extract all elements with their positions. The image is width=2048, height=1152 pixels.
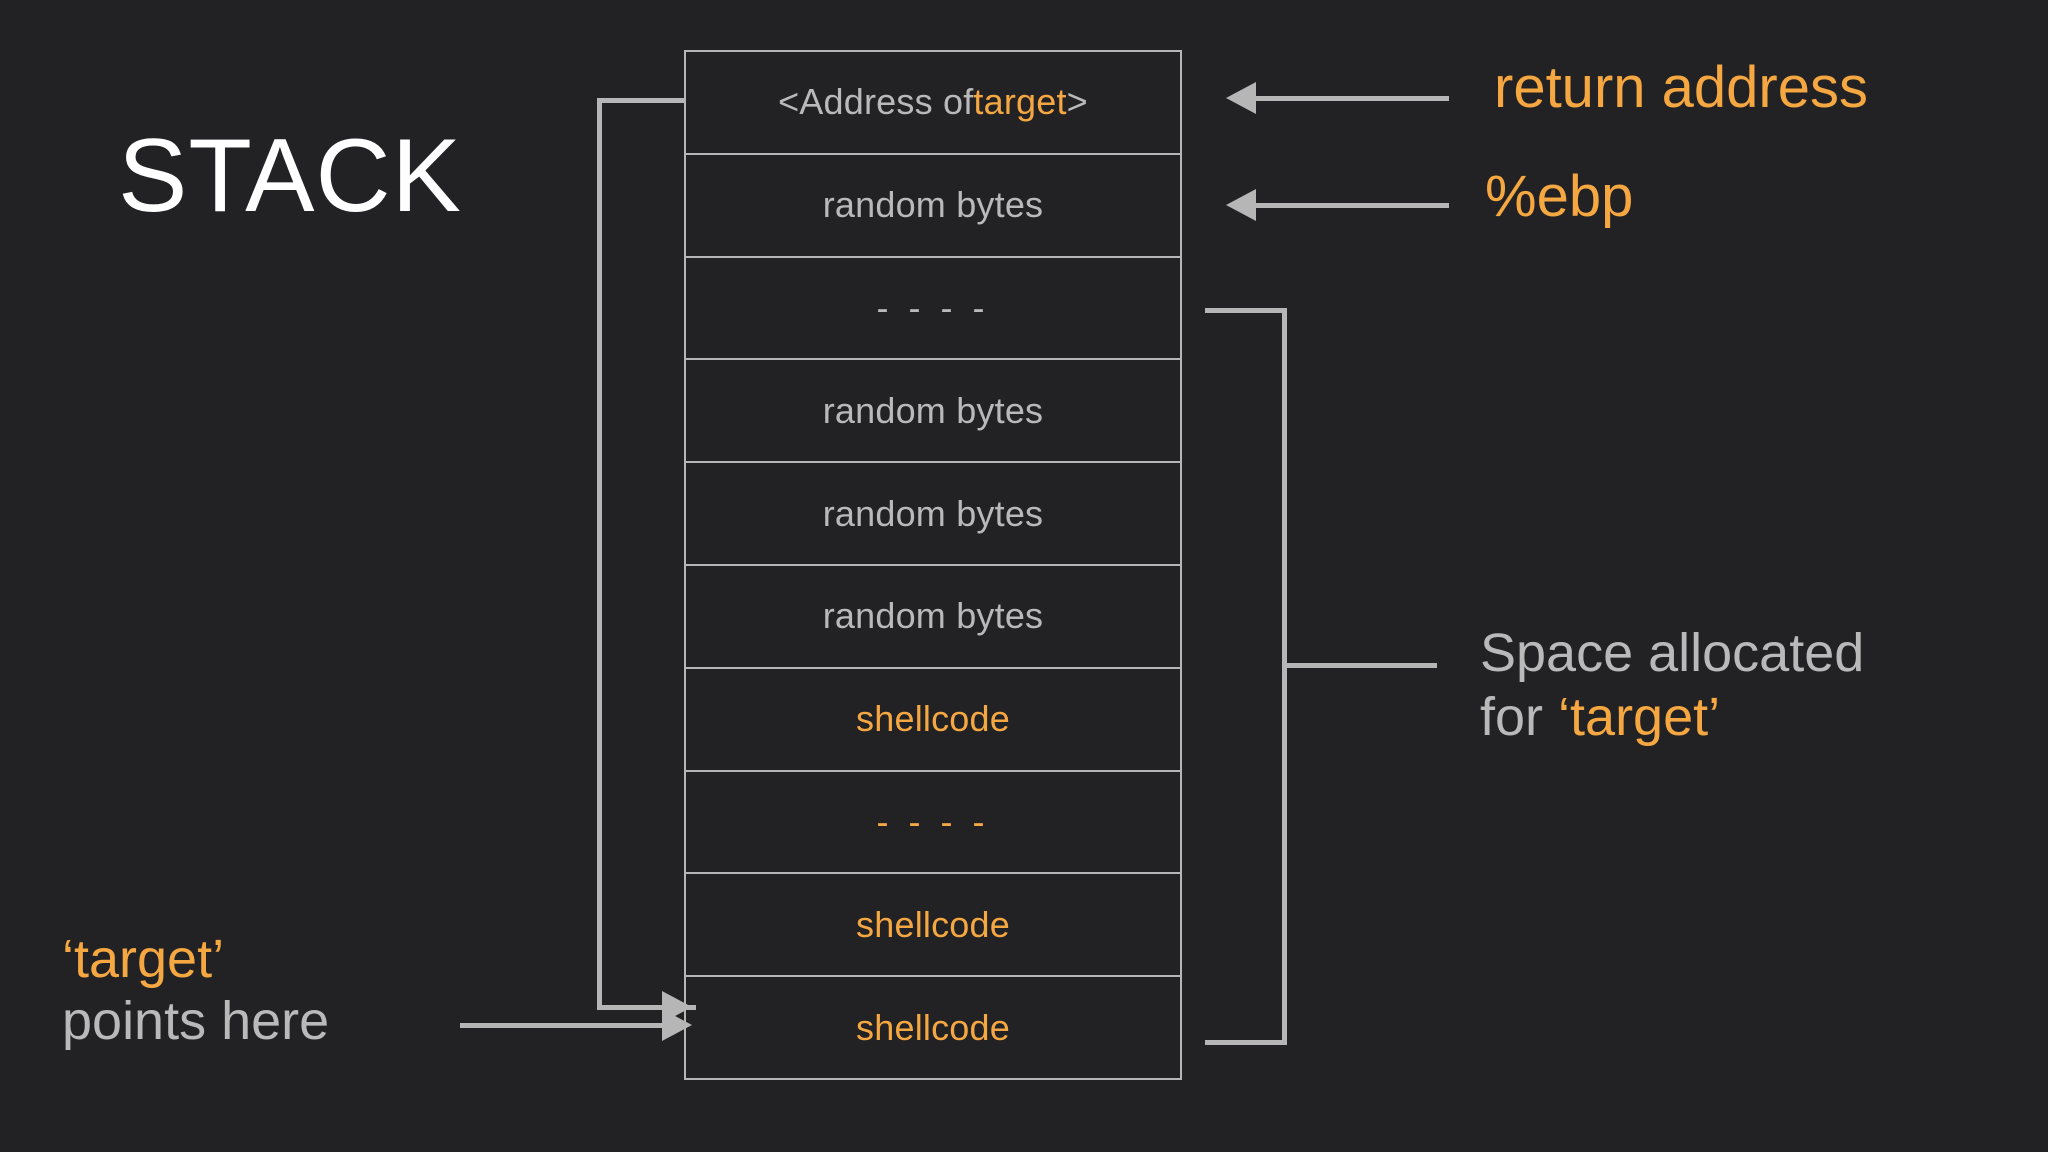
- stack-row-gap-orange: - - - -: [686, 772, 1180, 875]
- annotation-points-here: points here: [62, 991, 330, 1052]
- ebp-arrow-line: [1253, 203, 1449, 208]
- stack-row-random-bytes-2: random bytes: [686, 360, 1180, 464]
- stack-cell-text-suffix: >: [1066, 81, 1088, 123]
- annotation-return-address: return address: [1494, 55, 1868, 120]
- return-address-arrow-line: [1253, 96, 1449, 101]
- annotation-ebp: %ebp: [1485, 164, 1634, 229]
- target-pointer-line: [460, 1023, 678, 1028]
- stack-row-shellcode-2: shellcode: [686, 874, 1180, 978]
- allocation-brace-spine: [1282, 308, 1287, 1045]
- stack-row-random-bytes-1: random bytes: [686, 155, 1180, 258]
- stack-cell-label: shellcode: [856, 698, 1010, 740]
- stack-row-random-bytes-4: random bytes: [686, 566, 1180, 669]
- stack-cell-text-prefix: <Address of: [778, 81, 974, 123]
- stack-row-random-bytes-3: random bytes: [686, 463, 1180, 566]
- allocation-brace-stem: [1282, 663, 1437, 668]
- target-pointer-arrowhead: [662, 1009, 692, 1041]
- stack-memory-table: <Address of target> random bytes - - - -…: [684, 50, 1182, 1080]
- annotation-space-allocated-prefix: for: [1480, 686, 1559, 747]
- left-connector-bottom-segment: [597, 1005, 696, 1010]
- stack-cell-label: - - - -: [876, 800, 990, 842]
- annotation-space-allocated-line2: for ‘target’: [1480, 686, 1864, 750]
- annotation-space-allocated-line1: Space allocated: [1480, 623, 1865, 683]
- stack-cell-label: - - - -: [876, 286, 990, 328]
- stack-cell-label: random bytes: [822, 184, 1044, 226]
- return-address-arrowhead: [1226, 82, 1256, 114]
- annotation-target-points-here: ‘target’ points here: [62, 928, 329, 1052]
- stack-row-shellcode-3: shellcode: [686, 977, 1180, 1078]
- stack-row-shellcode-1: shellcode: [686, 669, 1180, 772]
- annotation-space-allocated-target: ‘target’: [1558, 686, 1721, 747]
- stack-cell-label: shellcode: [856, 1006, 1010, 1048]
- annotation-target-name: ‘target’: [62, 929, 225, 989]
- stack-cell-label: shellcode: [856, 903, 1010, 945]
- stack-cell-text-highlight: target: [973, 81, 1067, 123]
- page-title: STACK: [118, 118, 463, 234]
- stack-row-gap-gray: - - - -: [686, 258, 1180, 361]
- annotation-space-allocated: Space allocated for ‘target’: [1480, 622, 1864, 749]
- stack-row-return-address: <Address of target>: [686, 52, 1180, 155]
- ebp-arrowhead: [1226, 189, 1256, 221]
- stack-cell-label: random bytes: [822, 595, 1044, 637]
- allocation-brace-bottom-arm: [1205, 1040, 1287, 1045]
- allocation-brace-top-arm: [1205, 308, 1287, 313]
- stack-cell-label: random bytes: [822, 492, 1044, 534]
- stack-cell-label: random bytes: [822, 389, 1044, 431]
- left-connector-top-segment: [597, 98, 685, 103]
- left-connector-vertical-segment: [597, 98, 602, 1010]
